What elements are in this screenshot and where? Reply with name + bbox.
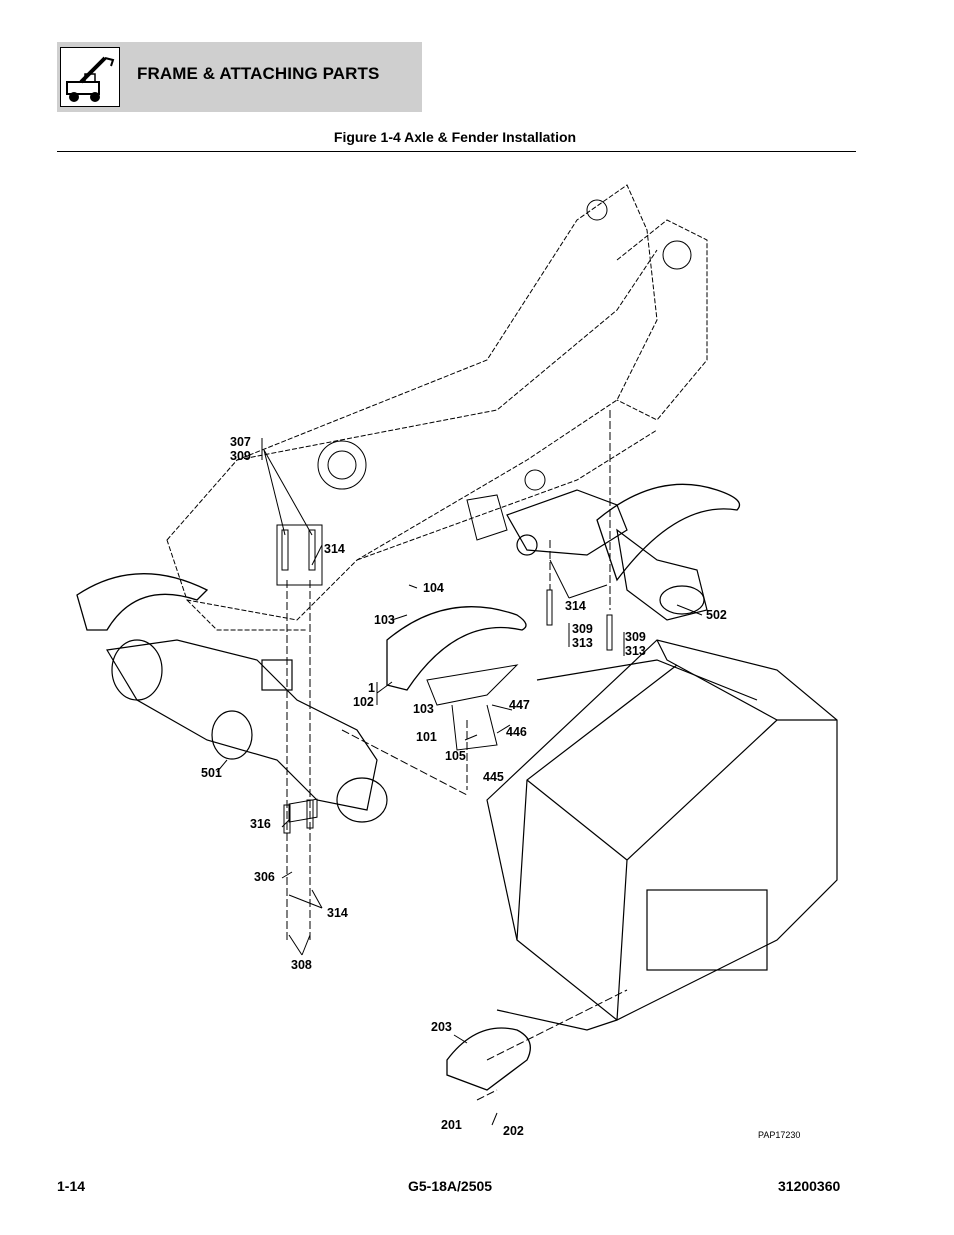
callout-316: 316 <box>250 817 271 831</box>
front-fender-left <box>76 573 209 631</box>
operator-cab <box>486 639 838 1031</box>
callout-307: 307 <box>230 435 251 449</box>
telehandler-icon <box>60 47 120 107</box>
drawing-code: PAP17230 <box>758 1130 801 1140</box>
callout-446: 446 <box>506 725 527 739</box>
section-title: FRAME & ATTACHING PARTS <box>137 64 380 83</box>
callout-309-c: 309 <box>625 630 646 644</box>
fasteners <box>281 529 613 834</box>
fender-middle <box>386 606 527 691</box>
assembly-lines <box>286 410 628 1101</box>
callout-306: 306 <box>254 870 275 884</box>
callout-203: 203 <box>431 1020 452 1034</box>
figure-title: Figure 1-4 Axle & Fender Installation <box>333 129 577 145</box>
main-frame <box>166 184 708 631</box>
step <box>446 1027 531 1091</box>
callout-445: 445 <box>483 770 504 784</box>
callout-102: 102 <box>353 695 374 709</box>
callout-202: 202 <box>503 1124 524 1138</box>
callout-1: 1 <box>368 681 375 695</box>
callout-313-b: 313 <box>625 644 646 658</box>
callout-101: 101 <box>416 730 437 744</box>
callout-313: 313 <box>572 636 593 650</box>
callout-103: 103 <box>374 613 395 627</box>
title-rule <box>57 151 856 152</box>
rear-axle <box>506 489 708 621</box>
callout-105: 105 <box>445 749 466 763</box>
page-number: 1-14 <box>57 1178 86 1194</box>
front-axle <box>106 639 388 823</box>
callout-201: 201 <box>441 1118 462 1132</box>
callout-309-b: 309 <box>572 622 593 636</box>
axle-fender-drawing <box>76 184 838 1126</box>
callout-308: 308 <box>291 958 312 972</box>
callout-502: 502 <box>706 608 727 622</box>
callout-103-b: 103 <box>413 702 434 716</box>
callout-104: 104 <box>423 581 444 595</box>
callout-314-c: 314 <box>327 906 348 920</box>
callout-501: 501 <box>201 766 222 780</box>
callout-314: 314 <box>324 542 345 556</box>
callout-309: 309 <box>230 449 251 463</box>
model-code: G5-18A/2505 <box>408 1178 493 1194</box>
rear-fender <box>596 483 741 582</box>
callout-447: 447 <box>509 698 530 712</box>
doc-number: 31200360 <box>778 1178 841 1194</box>
callout-314-b: 314 <box>565 599 586 613</box>
